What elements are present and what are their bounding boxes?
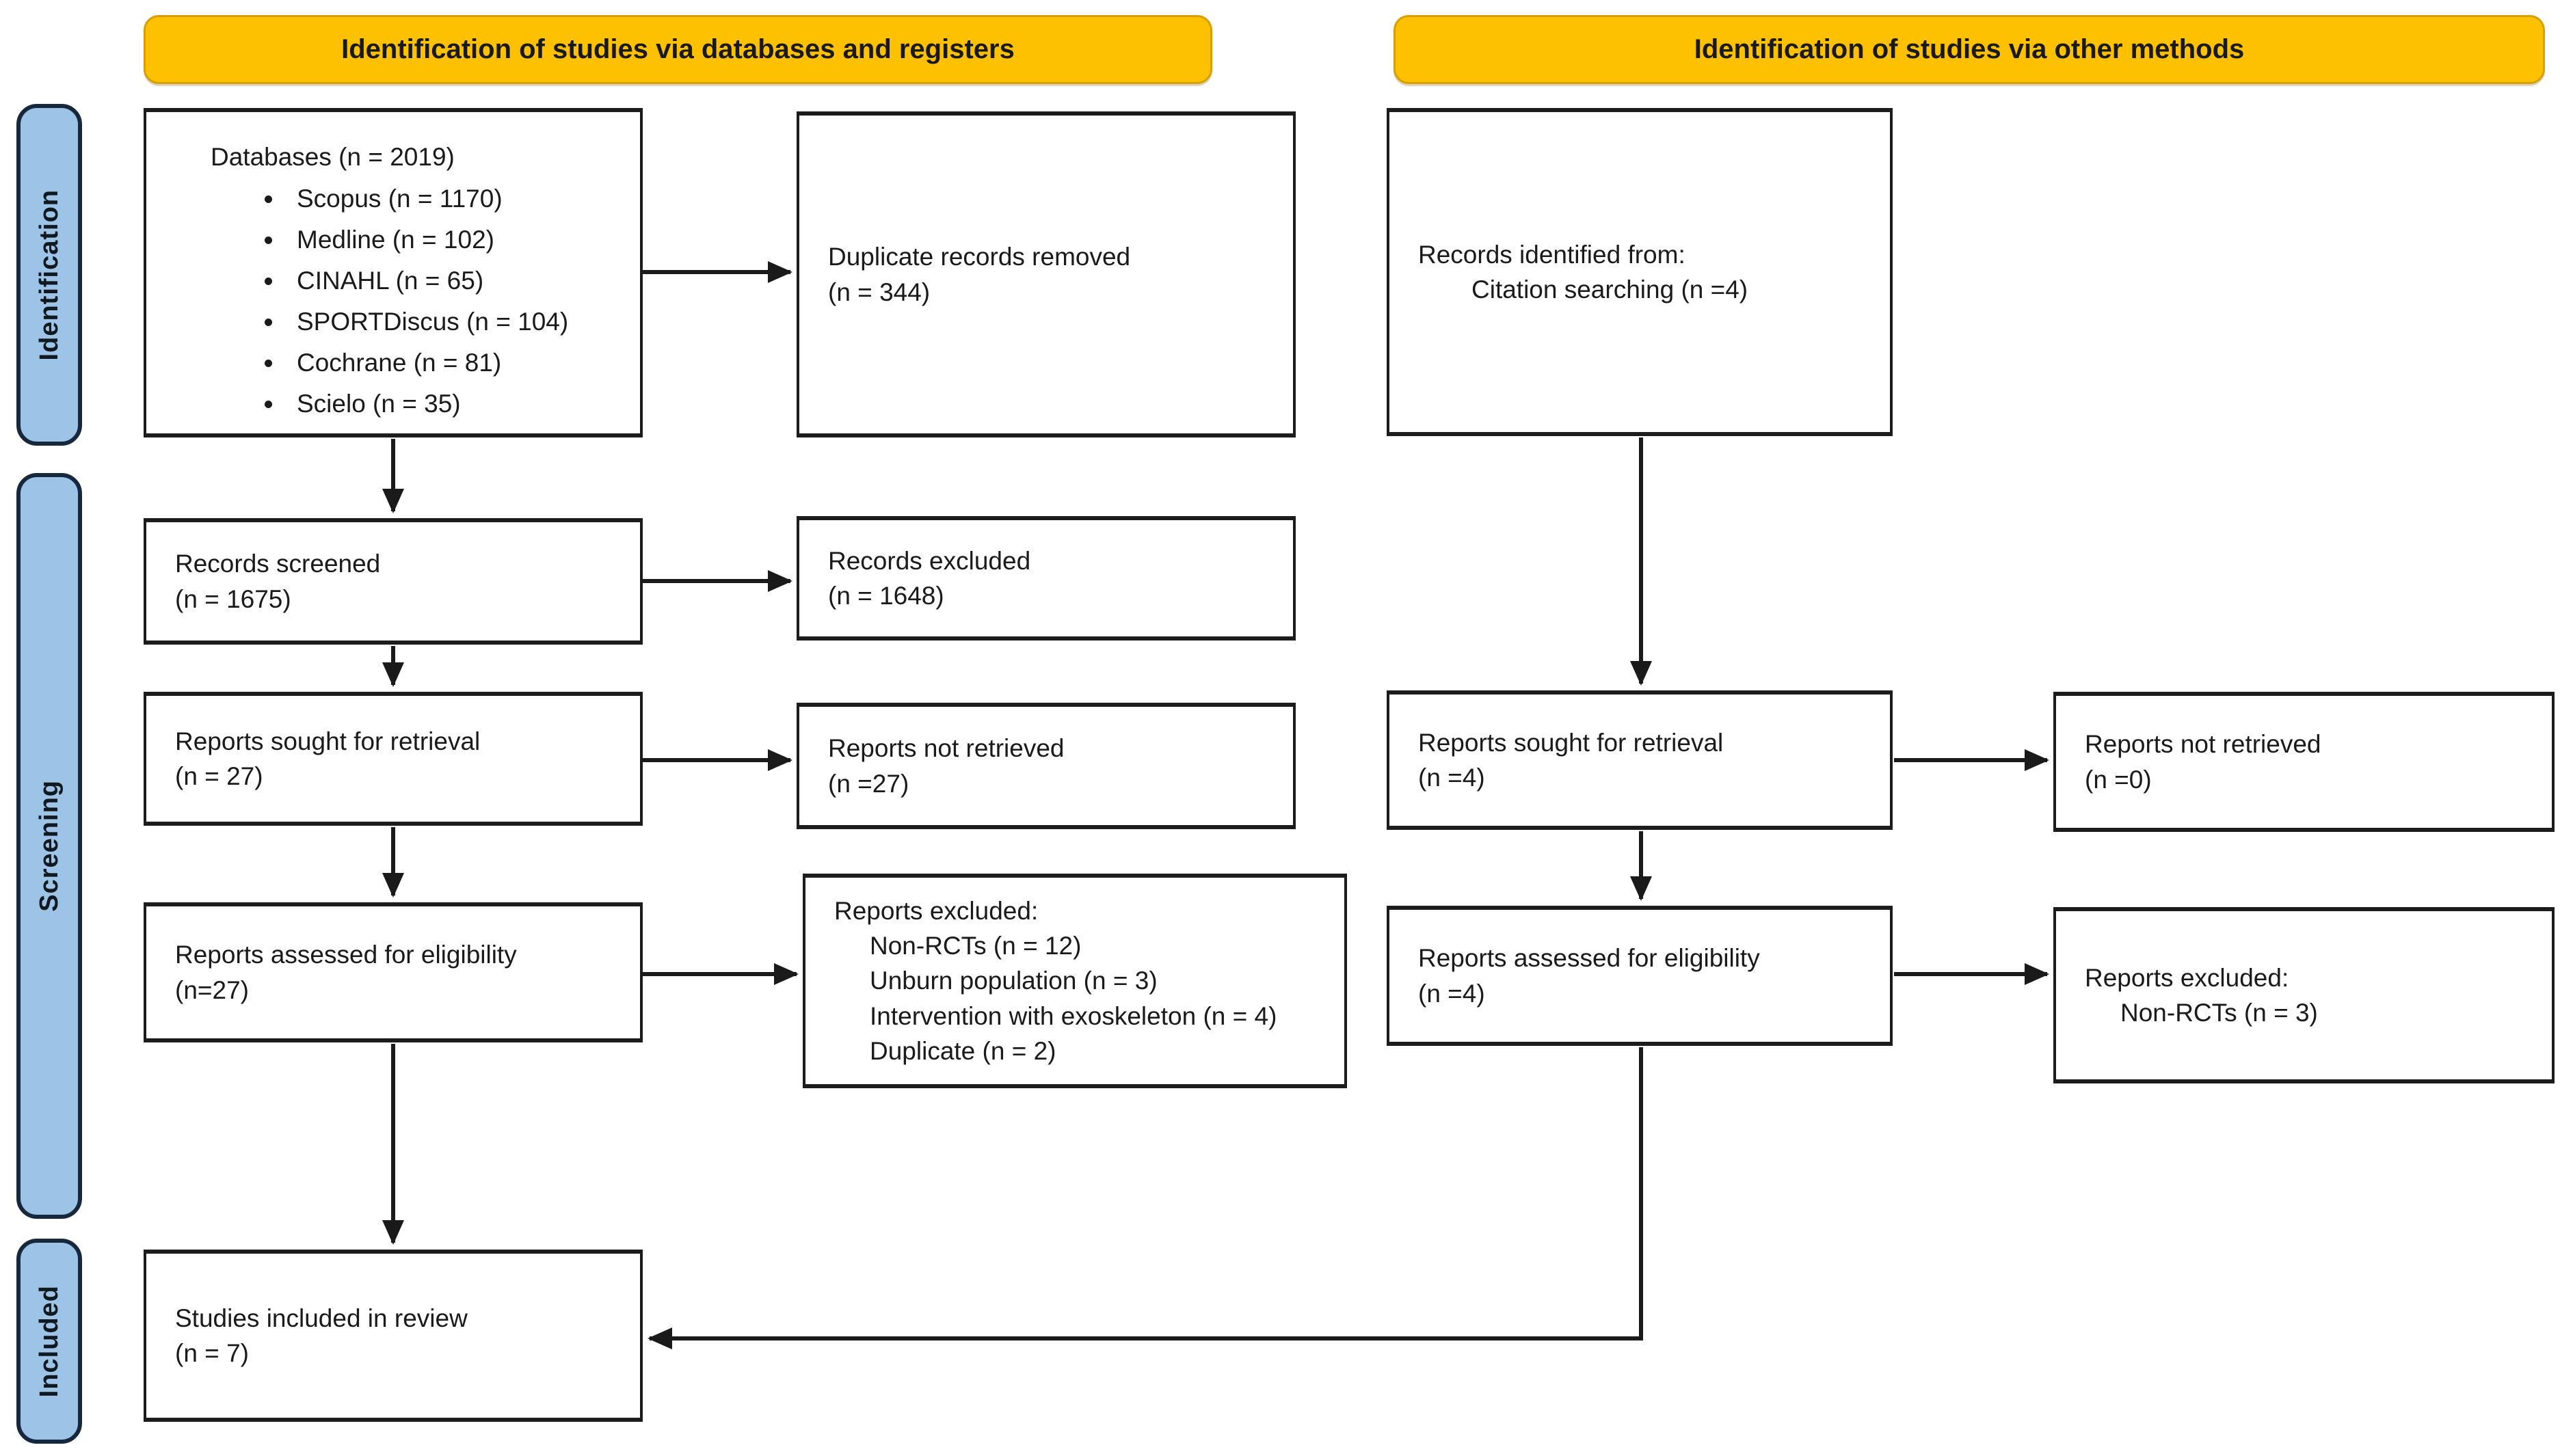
box-databases-identified: Databases (n = 2019) Scopus (n = 1170) M… [144,108,643,437]
databases-list: Scopus (n = 1170) Medline (n = 102) CINA… [175,178,621,424]
notretr-other-line1: Reports not retrieved [2085,730,2321,759]
box-reports-sought-other: Reports sought for retrieval (n =4) [1387,690,1893,830]
identified-other-title: Records identified from: [1418,240,1685,269]
box-duplicate-records-removed: Duplicate records removed (n = 344) [797,111,1296,437]
included-line1: Studies included in review [175,1304,468,1332]
stage-screening-label: Screening [34,780,64,912]
sought-db-line1: Reports sought for retrieval [175,727,481,755]
box-reports-assessed-other: Reports assessed for eligibility (n =4) [1387,906,1893,1046]
stage-bar-identification: Identification [16,104,82,446]
records-excluded-line1: Records excluded [828,546,1031,575]
database-item: Scielo (n = 35) [284,383,621,424]
box-records-excluded: Records excluded (n = 1648) [797,516,1296,641]
screened-line1: Records screened [175,550,381,578]
database-item: SPORTDiscus (n = 104) [284,301,621,342]
header-databases-registers-label: Identification of studies via databases … [341,34,1015,64]
databases-title: Databases (n = 2019) [211,143,455,171]
notretr-db-line2: (n =27) [828,769,909,798]
notretr-db-line1: Reports not retrieved [828,734,1065,763]
box-reports-not-retrieved-other: Reports not retrieved (n =0) [2053,692,2555,832]
database-item: CINAHL (n = 65) [284,260,621,301]
stage-included-label: Included [34,1284,64,1398]
box-reports-assessed-databases: Reports assessed for eligibility (n=27) [144,902,643,1042]
records-excluded-line2: (n = 1648) [828,582,944,610]
header-other-methods: Identification of studies via other meth… [1394,15,2545,84]
included-line2: (n = 7) [175,1339,249,1367]
box-records-screened: Records screened (n = 1675) [144,518,643,645]
identified-other-source: Citation searching (n =4) [1471,275,1748,304]
header-databases-registers: Identification of studies via databases … [144,15,1212,84]
sought-other-line2: (n =4) [1418,764,1485,792]
duplicates-line1: Duplicate records removed [828,243,1131,271]
exclusion-reason: Non-RCTs (n = 12) [870,932,1082,960]
assessed-db-line1: Reports assessed for eligibility [175,941,517,969]
box-reports-excluded-databases: Reports excluded: Non-RCTs (n = 12) Unbu… [803,874,1347,1088]
stage-bar-screening: Screening [16,473,82,1219]
exclusion-reason: Intervention with exoskeleton (n = 4) [870,1001,1277,1030]
rep-excluded-other-title: Reports excluded: [2085,963,2289,992]
assessed-db-line2: (n=27) [175,975,249,1004]
database-item: Scopus (n = 1170) [284,178,621,219]
rep-excluded-db-title: Reports excluded: [834,897,1039,926]
sought-db-line2: (n = 27) [175,762,263,790]
box-reports-excluded-other: Reports excluded: Non-RCTs (n = 3) [2053,907,2555,1083]
box-records-identified-other: Records identified from: Citation search… [1387,108,1893,436]
box-reports-not-retrieved-databases: Reports not retrieved (n =27) [797,703,1296,829]
exclusion-reason: Non-RCTs (n = 3) [2120,999,2318,1027]
duplicates-line2: (n = 344) [828,278,931,306]
notretr-other-line2: (n =0) [2085,765,2152,794]
header-other-methods-label: Identification of studies via other meth… [1694,34,2245,64]
assessed-other-line1: Reports assessed for eligibility [1418,944,1760,973]
stage-identification-label: Identification [34,189,64,361]
assessed-other-line2: (n =4) [1418,979,1485,1008]
stage-bar-included: Included [16,1239,82,1444]
sought-other-line1: Reports sought for retrieval [1418,728,1724,757]
database-item: Cochrane (n = 81) [284,342,621,383]
box-reports-sought-databases: Reports sought for retrieval (n = 27) [144,692,643,826]
box-studies-included: Studies included in review (n = 7) [144,1250,643,1422]
exclusion-reason: Unburn population (n = 3) [870,967,1158,995]
database-item: Medline (n = 102) [284,219,621,260]
arrow-assessed-other-to-included [648,1047,1643,1349]
exclusion-reason: Duplicate (n = 2) [870,1036,1056,1065]
screened-line2: (n = 1675) [175,584,291,613]
